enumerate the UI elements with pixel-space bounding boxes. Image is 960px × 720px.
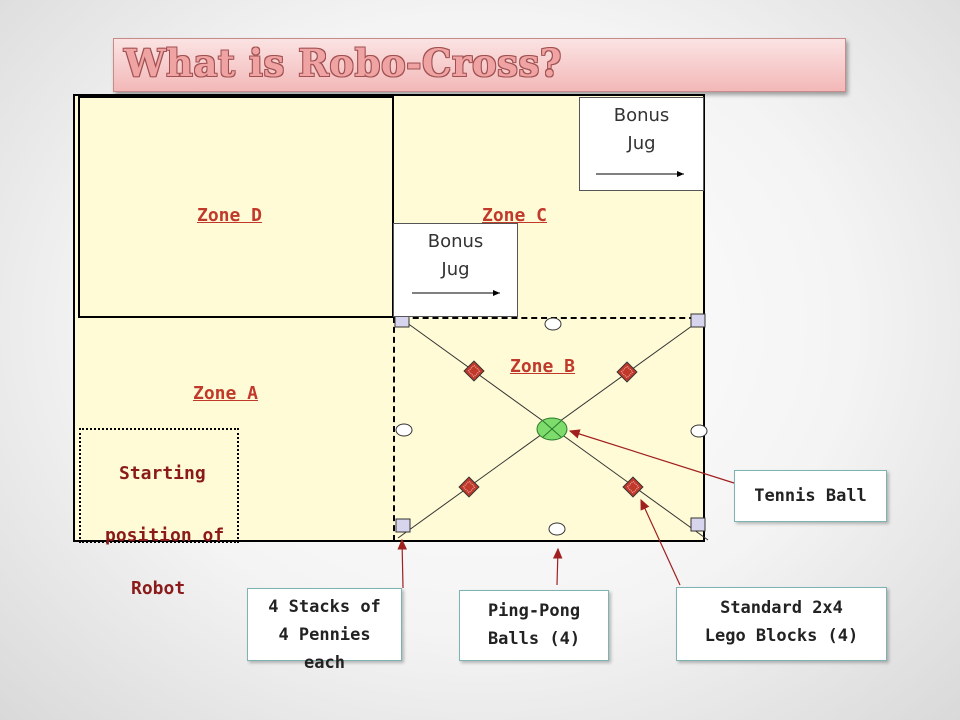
bonus-jug-line2: Jug [441,259,470,280]
bonus-jug-middle: Bonus Jug [393,223,518,317]
bonus-jug-line1: Bonus [613,105,670,126]
bonus-jug-line2: Jug [627,133,656,154]
bonus-jug-line1: Bonus [427,231,484,252]
lego-block [622,476,644,498]
zone-d-area [78,96,394,318]
lego-block [458,476,480,498]
pennies-callout-line2: 4 Pennies [278,625,371,645]
tennis-ball-callout-text: Tennis Ball [754,486,867,506]
pennies-callout-line1: 4 Stacks of [268,597,381,617]
lego-callout-line1: Standard 2x4 [720,598,843,618]
ping-pong-callout-line1: Ping-Pong [487,601,581,621]
arrow-icon [412,290,500,296]
starting-position-box [79,428,239,543]
pennies-arrow [397,538,407,589]
penny-stack [690,313,706,328]
arrow-icon [596,171,684,177]
pennies-callout: 4 Stacks of 4 Pennies each [247,588,402,673]
lego-block [463,360,485,382]
starting-label-line3: Robot [131,578,186,599]
tennis-ball-callout: Tennis Ball [734,470,887,522]
zone-divider [392,96,394,318]
page-title: What is Robo-Cross? [124,41,562,85]
lego-arrow [640,498,681,586]
zone-c-label: Zone C [482,205,548,226]
ping-pong-callout-line2: Balls (4) [487,629,581,649]
tennis-ball-arrow [568,429,735,484]
ping-pong-ball [544,317,562,331]
zone-b-area [393,317,705,541]
lego-block [616,361,638,383]
pennies-callout-line3: each [304,653,345,673]
zone-d-label: Zone D [197,205,263,226]
ping-pong-ball [548,522,566,536]
ping-pong-arrow [552,547,563,586]
ping-pong-callout: Ping-Pong Balls (4) [459,590,609,661]
zone-b-label: Zone B [510,356,576,377]
zone-a-label: Zone A [193,383,259,404]
lego-callout: Standard 2x4 Lego Blocks (4) [676,587,887,661]
starting-label-line1: Starting [119,463,206,484]
lego-callout-line2: Lego Blocks (4) [704,626,859,646]
ping-pong-ball [395,423,413,437]
title-banner: What is Robo-Cross? [113,38,846,92]
bonus-jug-top: Bonus Jug [579,97,704,191]
ping-pong-ball [690,424,708,438]
penny-stack [690,517,706,532]
starting-label-line2: position of [105,525,225,546]
tennis-ball [536,417,568,441]
penny-stack [395,518,411,533]
